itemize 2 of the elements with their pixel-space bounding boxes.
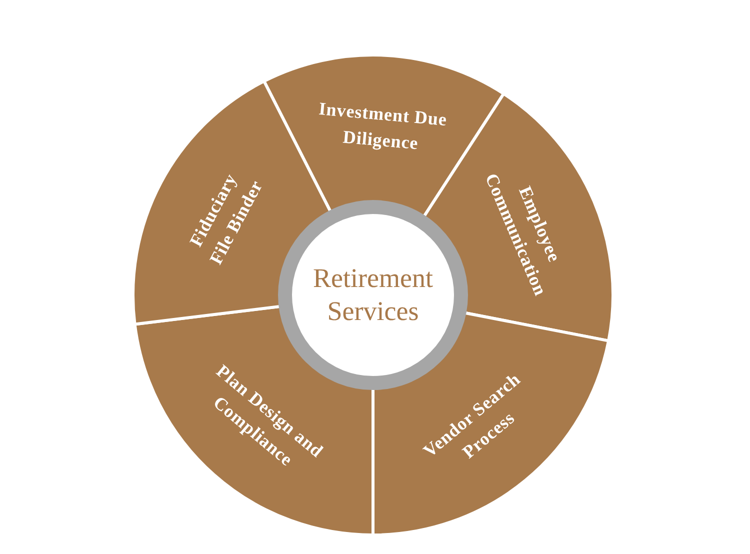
segment-label: Investment Due Diligence [317, 98, 449, 156]
hub-title: Retirement Services [312, 262, 434, 328]
